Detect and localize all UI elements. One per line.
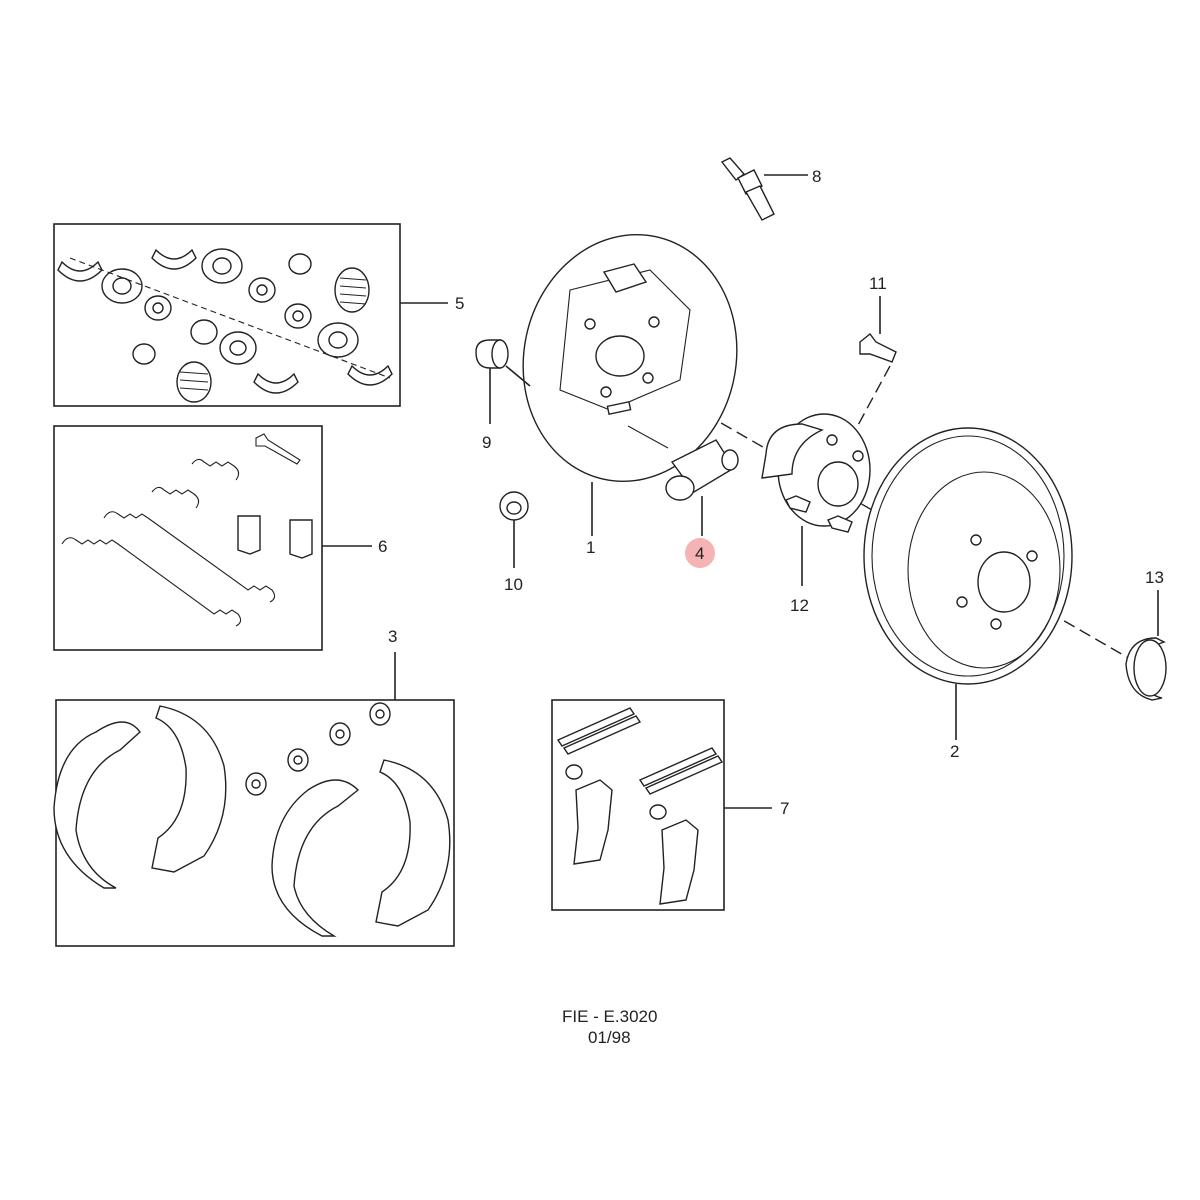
bleed-screw: 8	[720, 157, 821, 221]
diagram-date: 01/98	[588, 1028, 631, 1047]
wheel-hub: 12	[761, 413, 871, 615]
grommet-10: 10	[499, 491, 529, 594]
callout-2: 2	[950, 742, 959, 761]
callout-6: 6	[378, 537, 387, 556]
callout-8: 8	[812, 167, 821, 186]
callout-5: 5	[455, 294, 464, 313]
kit-box-5: 5	[53, 223, 464, 407]
kit-box-6: 6	[53, 425, 387, 651]
callout-12: 12	[790, 596, 809, 615]
kit-box-3: 3	[53, 627, 455, 947]
highlight-marker	[685, 538, 715, 568]
kit-box-7: 7	[551, 699, 789, 911]
callout-11: 11	[869, 274, 887, 293]
callout-13: 13	[1145, 568, 1164, 587]
diagram-code: FIE - E.3020	[562, 1007, 657, 1026]
wheel-cylinder: 4	[665, 439, 739, 568]
dust-cap: 13	[1125, 568, 1167, 701]
callout-9: 9	[482, 433, 491, 452]
callout-3: 3	[388, 627, 397, 646]
callout-7: 7	[780, 799, 789, 818]
backing-plate: 1	[522, 234, 738, 557]
callout-1: 1	[586, 538, 595, 557]
callout-4: 4	[695, 544, 704, 563]
wheel-stud: 11	[859, 274, 897, 363]
plug-9: 9	[475, 339, 531, 452]
brake-drum: 2	[863, 427, 1073, 761]
callout-10: 10	[504, 575, 523, 594]
